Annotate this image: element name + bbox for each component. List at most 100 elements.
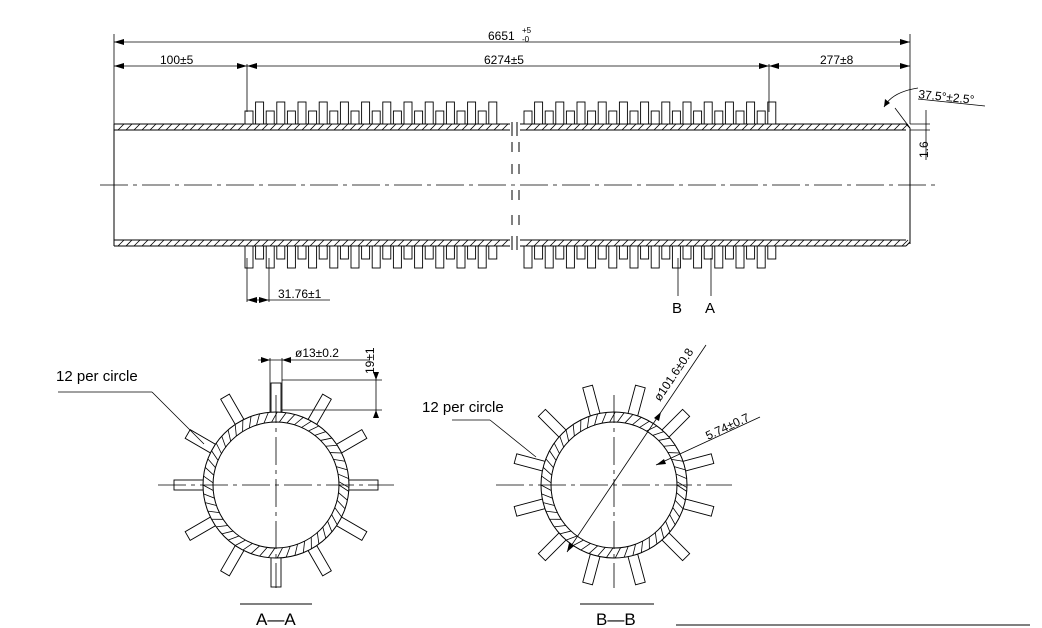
- fin-bottom: [424, 245, 434, 260]
- wall-hatch: [117, 123, 909, 247]
- fin-bottom: [318, 245, 328, 260]
- fin-bottom: [534, 245, 544, 260]
- land-dim: 1.6: [917, 141, 931, 158]
- fin-top: [555, 101, 565, 125]
- fin-bottom: [618, 245, 628, 260]
- fin-bottom: [477, 245, 487, 269]
- fin-top: [339, 101, 349, 125]
- fin-top: [746, 101, 756, 125]
- outer-diameter-dim: ø101.6±0.8: [651, 345, 697, 403]
- fin-top: [756, 110, 766, 125]
- break-lines: [511, 122, 520, 250]
- fin-top: [767, 101, 777, 125]
- section-aa-note: 12 per circle: [56, 368, 138, 385]
- fin-top: [693, 110, 703, 125]
- fin-bottom: [724, 245, 734, 260]
- fin-bottom: [597, 245, 607, 260]
- fin-bottom: [361, 245, 371, 260]
- fin-top: [523, 110, 533, 125]
- fin-top: [587, 110, 597, 125]
- fin-top: [735, 110, 745, 125]
- fin-bottom: [414, 245, 424, 269]
- fin-top: [724, 101, 734, 125]
- fin-top: [640, 101, 650, 125]
- fin-top: [597, 101, 607, 125]
- fin-bottom: [456, 245, 466, 269]
- fin-top: [456, 110, 466, 125]
- fin-top: [308, 110, 318, 125]
- fin-top: [318, 101, 328, 125]
- fin-bottom: [587, 245, 597, 269]
- section-bb-fins: [513, 384, 715, 586]
- elevation-view: [100, 101, 935, 269]
- fin-top: [565, 110, 575, 125]
- fin-top: [576, 101, 586, 125]
- fin-top: [534, 101, 544, 125]
- fin-bottom: [735, 245, 745, 269]
- fin-bottom: [403, 245, 413, 260]
- fin-top: [403, 101, 413, 125]
- section-bb-note: 12 per circle: [422, 399, 504, 416]
- fin-top: [350, 110, 360, 125]
- fin-top: [329, 110, 339, 125]
- fin-bottom: [576, 245, 586, 260]
- fin-bottom: [371, 245, 381, 269]
- fin-top: [414, 110, 424, 125]
- fin-bottom: [661, 245, 671, 260]
- fin-bottom: [244, 245, 254, 269]
- section-bb-title: B—B: [596, 610, 636, 628]
- fin-bottom: [435, 245, 445, 269]
- fin-top: [445, 101, 455, 125]
- fin-bottom: [276, 245, 286, 260]
- finned-length-dim: 6274±5: [484, 53, 524, 67]
- fin-top: [286, 110, 296, 125]
- fin-bottom: [565, 245, 575, 269]
- section-aa: 12 per circle ø13±0.2 19±1 A—A: [56, 346, 394, 628]
- fin-bottom: [714, 245, 724, 269]
- left-unfinned-dim: 100±5: [160, 53, 194, 67]
- fin-top: [297, 101, 307, 125]
- fin-bottom: [308, 245, 318, 269]
- fin-bottom: [286, 245, 296, 269]
- fins-top: [244, 101, 777, 125]
- fin-top: [371, 110, 381, 125]
- fin-bottom: [608, 245, 618, 269]
- section-bb-wall-hatch: [540, 411, 688, 559]
- fin-top: [661, 101, 671, 125]
- fin-top: [714, 110, 724, 125]
- fin-bottom: [767, 245, 777, 260]
- fin-top: [382, 101, 392, 125]
- fin-bottom: [640, 245, 650, 260]
- fin-top: [488, 101, 498, 125]
- fin-top: [682, 101, 692, 125]
- fin-top: [265, 110, 275, 125]
- fin-bottom: [339, 245, 349, 260]
- section-b-marker: B: [672, 300, 682, 317]
- overall-length-dim: 6651: [488, 29, 515, 43]
- wall-thickness-dim: 5.74±0.7: [703, 410, 751, 443]
- fin-bottom: [445, 245, 455, 260]
- fin-top: [361, 101, 371, 125]
- fin-bottom: [297, 245, 307, 260]
- fin-bottom: [746, 245, 756, 260]
- fin-top: [544, 110, 554, 125]
- fin-bottom: [544, 245, 554, 269]
- fin-top: [703, 101, 713, 125]
- fin-bottom: [555, 245, 565, 260]
- fin-top: [276, 101, 286, 125]
- fin-bottom: [703, 245, 713, 260]
- fin-top: [467, 101, 477, 125]
- fin-pitch-dim: 31.76±1: [278, 287, 322, 301]
- fin-bottom: [671, 245, 681, 269]
- fin-bottom: [682, 245, 692, 260]
- fin-top: [629, 110, 639, 125]
- fin-bottom: [650, 245, 660, 269]
- section-aa-title: A—A: [256, 610, 296, 628]
- fin-top: [671, 110, 681, 125]
- section-a-marker: A: [705, 300, 715, 317]
- overall-tol-upper: +5: [522, 26, 532, 35]
- fin-bottom: [329, 245, 339, 269]
- fin-bottom: [693, 245, 703, 269]
- fin-height-dim: 19±1: [363, 347, 377, 374]
- fin-bottom: [467, 245, 477, 260]
